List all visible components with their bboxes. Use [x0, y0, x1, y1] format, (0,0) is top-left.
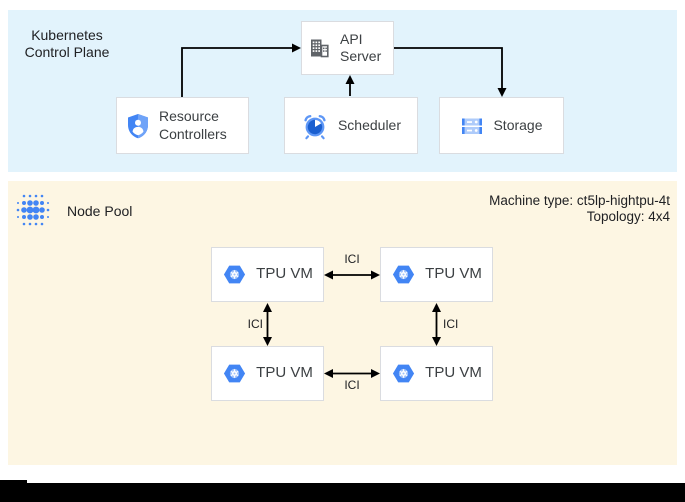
tpu-vm-node-2: TPU VM: [380, 247, 493, 302]
api-server-node: API Server: [301, 21, 394, 75]
control-plane-title: Kubernetes Control Plane: [24, 27, 110, 60]
building-icon: [311, 39, 329, 58]
resource-controllers-label: Resource Controllers: [159, 108, 227, 142]
api-server-label: API Server: [340, 30, 382, 64]
ici-label-top: ICI: [344, 252, 360, 266]
gke-hexagon-gear-icon: [393, 265, 415, 284]
tpu-vm-node-4: TPU VM: [380, 346, 493, 401]
resource-controllers-node: Resource Controllers: [116, 97, 249, 154]
node-pool-dots-icon: [16, 194, 50, 226]
alarm-clock-icon: [304, 114, 326, 139]
node-pool-panel: [8, 181, 677, 465]
storage-disks-icon: [462, 118, 483, 134]
tpu-vm-node-3: TPU VM: [211, 346, 324, 401]
topology-text: Topology: 4x4: [586, 209, 670, 224]
node-pool-meta: Machine type: ct5lp-hightpu-4t Topology:…: [370, 193, 670, 225]
storage-node: Storage: [439, 97, 564, 154]
gke-hexagon-gear-icon: [393, 364, 415, 383]
tpu-vm-label: TPU VM: [425, 364, 482, 382]
machine-type-text: Machine type: ct5lp-hightpu-4t: [489, 193, 670, 208]
node-pool-title: Node Pool: [67, 203, 133, 219]
shield-user-icon: [128, 113, 148, 138]
tpu-vm-label: TPU VM: [425, 265, 482, 283]
tpu-vm-label: TPU VM: [256, 364, 313, 382]
gke-hexagon-gear-icon: [224, 265, 246, 284]
storage-label: Storage: [493, 116, 543, 133]
scheduler-label: Scheduler: [337, 116, 402, 133]
tpu-vm-node-1: TPU VM: [211, 247, 324, 302]
ici-label-left: ICI: [247, 317, 263, 331]
ici-label-right: ICI: [443, 317, 459, 331]
scheduler-node: Scheduler: [284, 97, 418, 154]
ici-label-bottom: ICI: [344, 378, 360, 392]
gke-hexagon-gear-icon: [224, 364, 246, 383]
bottom-bar: [0, 483, 685, 502]
tpu-vm-label: TPU VM: [256, 265, 313, 283]
bottom-bar-notch: [0, 480, 27, 485]
